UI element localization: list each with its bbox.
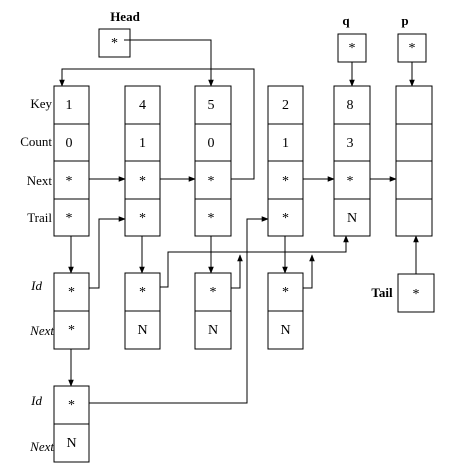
trail-node-5: * N [53,385,90,463]
node-trail: * [208,211,215,226]
node-next: * [282,174,289,189]
tail-label: Tail [371,285,393,300]
node-4: 2 1 * * [267,85,304,237]
trail-next: N [208,323,218,338]
node-count: 1 [139,136,146,151]
tail-pointer-box: * [397,273,435,313]
tail-pointer-value: * [413,287,420,302]
node-trail: * [66,211,73,226]
node-key: 5 [208,98,215,113]
field-label-key: Key [30,96,52,111]
trail-node-2: * N [124,272,161,350]
head-label: Head [110,9,140,24]
trail-node-3: * N [194,272,232,350]
head-pointer-box: * [98,28,131,58]
trail-label-next: Next [29,439,54,454]
p-pointer-value: * [409,41,416,56]
node-next: * [208,174,215,189]
field-label-count: Count [20,134,52,149]
node-next: * [66,174,73,189]
trail-id: * [282,285,289,300]
node-key: 2 [282,98,289,113]
node-2: 4 1 * * [124,85,161,237]
node-3: 5 0 * * [194,85,232,237]
arrow-trail1-id-to-node2 [89,216,126,289]
node-count: 0 [208,136,215,151]
node-next: * [139,174,146,189]
node-5: 8 3 * N [333,85,371,237]
trail-field-labels: Id Next Id Next [29,278,54,454]
q-label: q [342,13,350,28]
p-pointer-box: * [397,33,427,63]
trail-id: * [139,285,146,300]
p-label: p [401,13,408,28]
arrow-head-to-node3 [124,39,214,87]
q-pointer-box: * [337,33,367,63]
node-key: 1 [66,98,73,113]
node-trail: N [347,211,357,226]
head-pointer-value: * [111,36,118,51]
node-key: 8 [347,98,354,113]
arrow-trail2-id-to-node5 [160,235,349,288]
arrow-trail4-id [303,254,315,289]
trail-id: * [68,398,75,413]
arrow-trail3-id [231,254,243,289]
trail-next: N [66,436,76,451]
trail-id: * [68,285,75,300]
field-label-trail: Trail [27,210,52,225]
node-next: * [347,174,354,189]
arrow-node3-next-to-node1 [59,68,255,180]
node-count: 1 [282,136,289,151]
trail-next: N [280,323,290,338]
trail-node-4: * N [267,272,304,350]
q-pointer-value: * [349,41,356,56]
node-key: 4 [139,98,146,113]
node-trail: * [282,211,289,226]
trail-label-id: Id [30,278,42,293]
node-1: 1 0 * * [53,85,90,237]
trail-node-1: * * [53,272,90,350]
field-label-next: Next [27,173,53,188]
arrow-trail5-id-to-node4 [89,216,269,404]
trail-id: * [210,285,217,300]
node-count: 3 [347,136,354,151]
node-count: 0 [66,136,73,151]
connector-arrows [59,39,419,404]
trail-next: * [68,323,75,338]
node-6 [395,85,433,237]
trail-next: N [137,323,147,338]
trail-label-id: Id [30,393,42,408]
node-trail: * [139,211,146,226]
trail-label-next: Next [29,323,54,338]
node-field-labels: Key Count Next Trail [20,96,52,225]
